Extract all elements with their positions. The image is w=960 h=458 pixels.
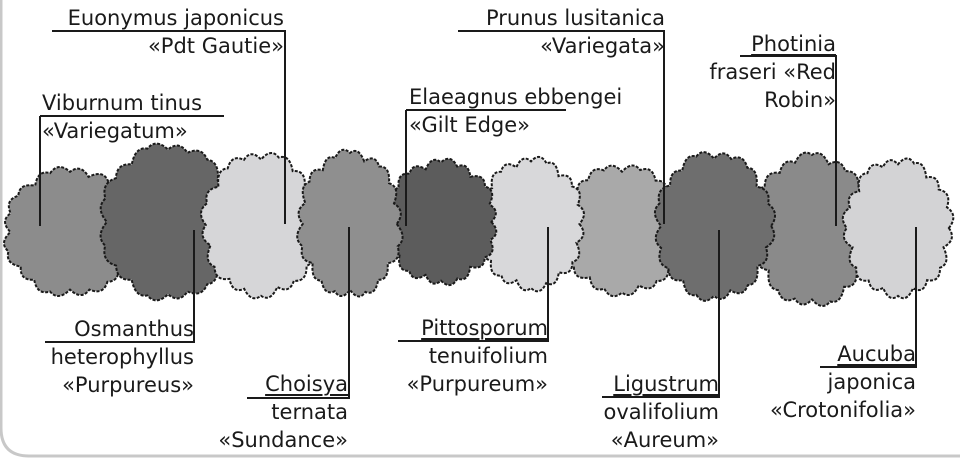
label-prunus-line2: «Variegata» xyxy=(486,32,665,60)
label-photinia: Photinia fraseri «Red Robin» xyxy=(709,30,836,114)
label-elaeagnus-line2: «Gilt Edge» xyxy=(409,111,622,139)
shrub-ligustrum xyxy=(655,152,775,301)
label-prunus: Prunus lusitanica «Variegata» xyxy=(486,4,665,60)
label-osmanthus-line2: heterophyllus xyxy=(51,343,194,371)
label-aucuba-line2: japonica xyxy=(770,368,916,396)
label-viburnum: Viburnum tinus «Variegatum» xyxy=(42,89,202,145)
shrub-aucuba xyxy=(843,158,954,298)
label-osmanthus-line3: «Purpureus» xyxy=(51,371,194,399)
label-viburnum-line2: «Variegatum» xyxy=(42,117,202,145)
label-euonymus-line2: «Pdt Gautie» xyxy=(68,32,284,60)
label-ligustrum: Ligustrum ovalifolium «Aureum» xyxy=(604,370,720,454)
label-choisya-line2: ternata xyxy=(218,398,348,426)
label-choisya: Choisya ternata «Sundance» xyxy=(218,370,348,454)
label-choisya-line3: «Sundance» xyxy=(218,426,348,454)
label-prunus-line1: Prunus lusitanica xyxy=(486,4,665,32)
shrub-elaeagnus xyxy=(384,159,496,285)
label-osmanthus-line1: Osmanthus xyxy=(51,315,194,343)
label-aucuba-line3: «Crotonifolia» xyxy=(770,396,916,424)
label-aucuba: Aucuba japonica «Crotonifolia» xyxy=(770,340,916,424)
label-choisya-line1: Choisya xyxy=(218,370,348,398)
label-pittosporum-line1: Pittosporum xyxy=(407,314,548,342)
label-euonymus: Euonymus japonicus «Pdt Gautie» xyxy=(68,4,284,60)
label-pittosporum-line3: «Purpureum» xyxy=(407,370,548,398)
label-ligustrum-line3: «Aureum» xyxy=(604,426,720,454)
label-photinia-line1: Photinia xyxy=(709,30,836,58)
label-pittosporum: Pittosporum tenuifolium «Purpureum» xyxy=(407,314,548,398)
label-elaeagnus-line1: Elaeagnus ebbengei xyxy=(409,83,622,111)
label-pittosporum-line2: tenuifolium xyxy=(407,342,548,370)
label-elaeagnus: Elaeagnus ebbengei «Gilt Edge» xyxy=(409,83,622,139)
label-ligustrum-line1: Ligustrum xyxy=(604,370,720,398)
label-ligustrum-line2: ovalifolium xyxy=(604,398,720,426)
label-photinia-line3: Robin» xyxy=(709,86,836,114)
label-photinia-line2: fraseri «Red xyxy=(709,58,836,86)
label-viburnum-line1: Viburnum tinus xyxy=(42,89,202,117)
label-euonymus-line1: Euonymus japonicus xyxy=(68,4,284,32)
label-aucuba-line1: Aucuba xyxy=(770,340,916,368)
label-osmanthus: Osmanthus heterophyllus «Purpureus» xyxy=(51,315,194,399)
